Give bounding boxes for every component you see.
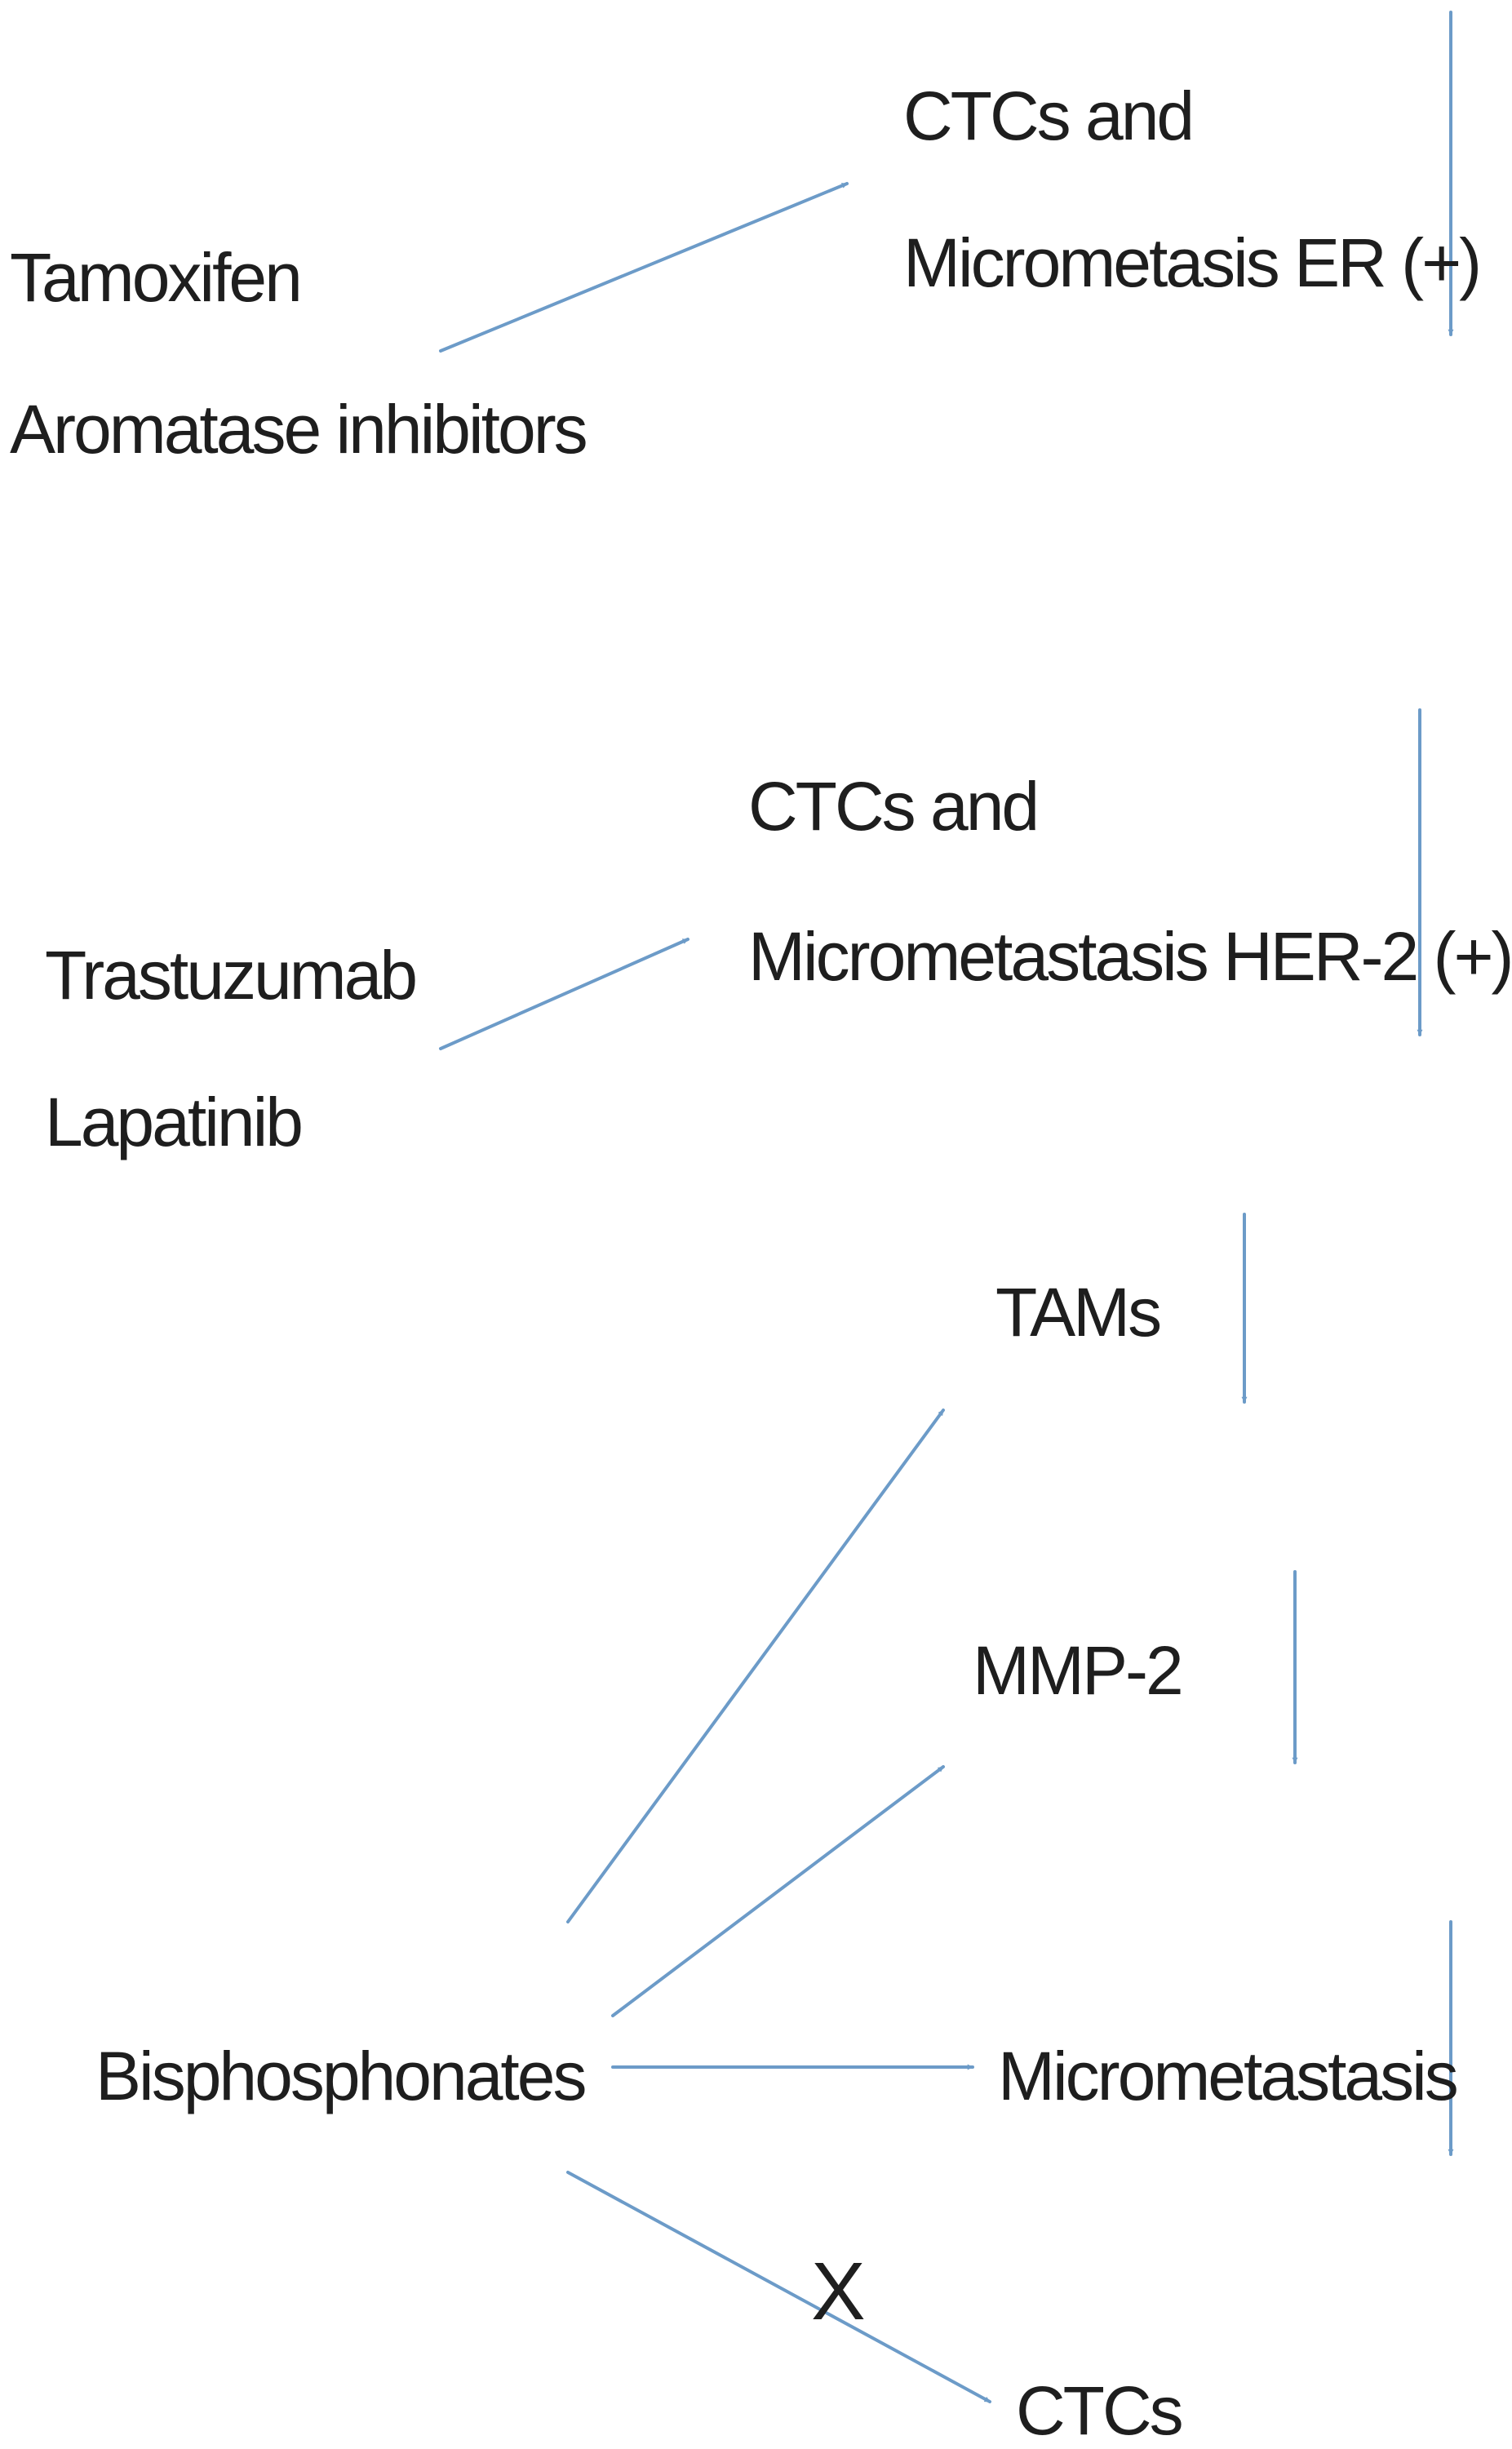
arrow-her2-drugs-to-her2: [439, 938, 689, 1050]
therapy-target-diagram: Tamoxifen Aromatase inhibitors CTCs and …: [10, 11, 1512, 2445]
arrow-bisphosphonates-to-tams: [566, 1409, 945, 1923]
arrow-endocrine-to-er: [439, 182, 849, 353]
label-ctcs-and-er: CTCs and: [903, 78, 1195, 154]
blocked-x-mark: X: [811, 2246, 866, 2337]
label-tamoxifen: Tamoxifen: [10, 239, 303, 316]
label-micrometasis-er: Micrometasis ER (+): [903, 224, 1482, 301]
label-trastuzumab: Trastuzumab: [45, 937, 418, 1014]
label-mmp2: MMP-2: [973, 1632, 1184, 1709]
label-tams: TAMs: [995, 1274, 1162, 1351]
label-lapatinib: Lapatinib: [45, 1084, 304, 1160]
label-micrometastasis: Micrometastasis: [998, 2038, 1459, 2114]
arrow-layer: [439, 11, 1454, 2403]
arrow-bisphosphonates-to-mmp2: [611, 1765, 945, 2017]
label-micrometastasis-her2: Micrometastasis HER-2 (+): [748, 918, 1512, 995]
label-ctcs: CTCs: [1016, 2372, 1184, 2449]
label-bisphosphonates: Bisphosphonates: [95, 2038, 587, 2114]
arrow-bisphosphonates-to-ctcs: [566, 2171, 991, 2403]
label-ctcs-and-her2: CTCs and: [748, 768, 1040, 845]
label-aromatase-inhibitors: Aromatase inhibitors: [10, 391, 588, 468]
